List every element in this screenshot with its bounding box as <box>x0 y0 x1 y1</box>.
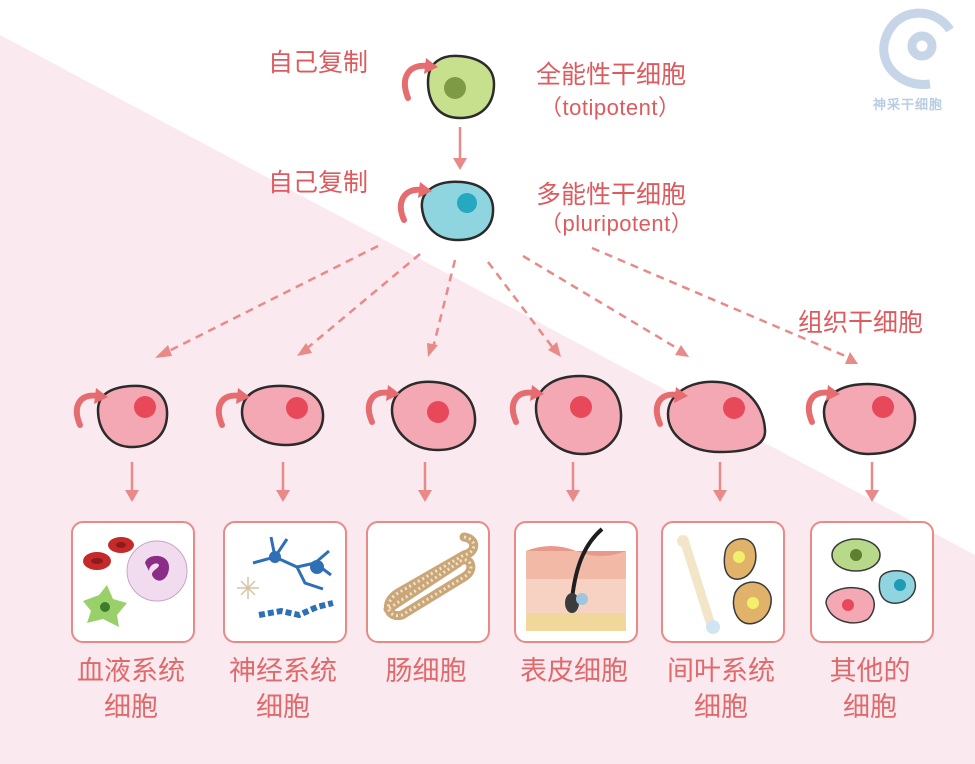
tissue-cell-5 <box>653 380 767 454</box>
other-cells-box <box>810 521 934 643</box>
neuron-icon <box>237 536 334 619</box>
caption-blood-line2: 细胞 <box>104 692 158 723</box>
tissue-cell-3 <box>365 380 477 452</box>
caption-nerve-line2: 细胞 <box>256 692 310 723</box>
skin-box <box>514 521 638 643</box>
self-renewal-arrow-2 <box>397 186 425 223</box>
caption-epidermis-line1: 表皮细胞 <box>520 656 628 687</box>
caption-other-line1: 其他的 <box>829 656 911 687</box>
other-cells-icon <box>825 538 917 624</box>
self-renewal-label-2: 自己复制 <box>268 168 369 197</box>
tissue-cell-6 <box>805 382 917 456</box>
caption-mesenchymal-line1: 间叶系统 <box>667 656 775 687</box>
tissue-cell-4 <box>509 374 623 456</box>
caption-intestine-line1: 肠细胞 <box>385 656 467 687</box>
intestine-box <box>366 521 490 643</box>
pluripotent-cell <box>420 180 495 242</box>
arrowheads-to-cell-types <box>125 490 879 502</box>
watermark-logo-icon <box>879 8 954 89</box>
differentiation-arrowheads <box>155 342 858 364</box>
self-renewal-label-1: 自己复制 <box>268 48 369 77</box>
tissue-cell-1 <box>73 384 169 449</box>
totipotent-label: 全能性干细胞 <box>536 60 687 89</box>
neuron-box <box>223 521 347 643</box>
blood-cells-box <box>71 521 195 643</box>
totipotent-cell <box>426 54 496 120</box>
blood-cells-icon <box>83 537 188 627</box>
pluripotent-label: 多能性干细胞 <box>536 180 687 209</box>
caption-nerve-line1: 神经系统 <box>229 656 337 687</box>
tissue-stem-cells-label: 组织干细胞 <box>798 308 924 337</box>
pluripotent-en-label: （pluripotent） <box>540 211 694 236</box>
watermark-text: 神采干细胞 <box>873 98 944 113</box>
caption-blood-line1: 血液系统 <box>77 656 185 687</box>
caption-epidermis: 表皮细胞 <box>499 654 649 690</box>
totipotent-en-label: （totipotent） <box>540 95 681 120</box>
caption-other: 其他的 细胞 <box>795 654 945 726</box>
caption-intestine: 肠细胞 <box>351 654 501 690</box>
self-renewal-arrow-1 <box>401 62 431 101</box>
differentiation-arrows <box>164 244 851 360</box>
tissue-cell-2 <box>215 384 325 447</box>
caption-mesenchymal: 间叶系统 细胞 <box>646 654 796 726</box>
intestine-icon <box>383 532 479 621</box>
caption-blood: 血液系统 细胞 <box>56 654 206 726</box>
arrows-to-cell-types <box>130 462 874 492</box>
caption-other-line2: 细胞 <box>843 692 897 723</box>
bone-fat-icon <box>677 535 772 634</box>
skin-layer-icon <box>526 527 626 631</box>
mesenchymal-box <box>661 521 785 643</box>
caption-mesenchymal-line2: 细胞 <box>694 692 748 723</box>
caption-nerve: 神经系统 细胞 <box>208 654 358 726</box>
